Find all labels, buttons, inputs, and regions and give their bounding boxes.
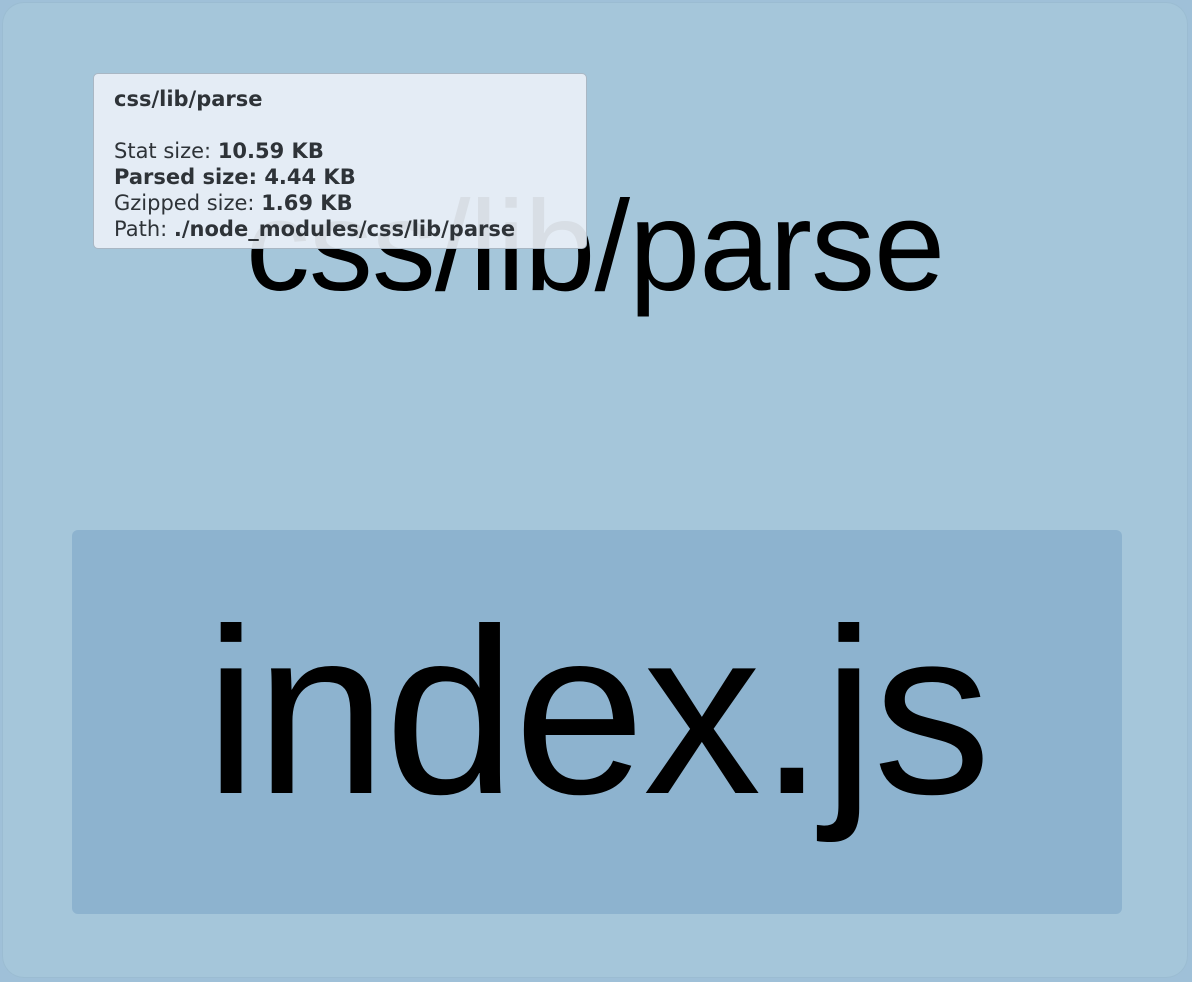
tooltip-parsed-size-value: 4.44 KB <box>264 165 356 189</box>
module-file-index-js[interactable]: index.js <box>72 530 1122 914</box>
tooltip-stat-size-label: Stat size: <box>114 139 218 163</box>
tooltip-stat-size-value: 10.59 KB <box>217 139 324 163</box>
tooltip-gzipped-size-value: 1.69 KB <box>261 191 353 215</box>
tooltip-path-label: Path: <box>114 217 174 241</box>
tooltip-parsed-size-row: Parsed size: 4.44 KB <box>114 164 566 190</box>
tooltip-stat-size-row: Stat size: 10.59 KB <box>114 138 566 164</box>
module-tooltip: css/lib/parse Stat size: 10.59 KB Parsed… <box>93 73 587 249</box>
tooltip-path-value: ./node_modules/css/lib/parse <box>173 217 516 241</box>
tooltip-path-row: Path: ./node_modules/css/lib/parse <box>114 216 566 242</box>
tooltip-title: css/lib/parse <box>114 87 263 111</box>
module-file-label: index.js <box>204 580 991 844</box>
tooltip-gzipped-size-label: Gzipped size: <box>114 191 262 215</box>
tooltip-gzipped-size-row: Gzipped size: 1.69 KB <box>114 190 566 216</box>
tooltip-parsed-size-label: Parsed size: <box>114 165 265 189</box>
